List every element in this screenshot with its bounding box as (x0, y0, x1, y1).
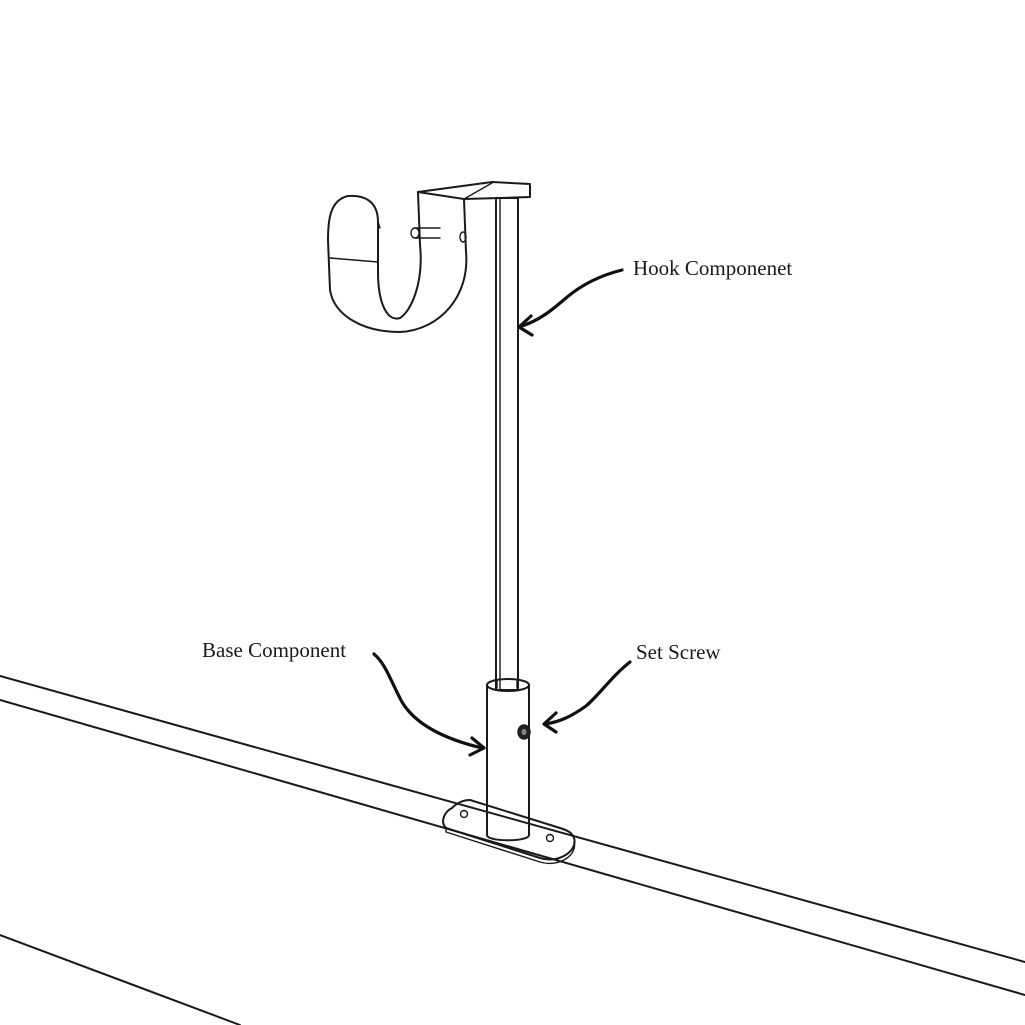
hook-arrow-shaft (520, 268, 624, 328)
base-sleeve (486, 684, 530, 842)
hook-top-plate (417, 181, 531, 200)
sill (0, 675, 1025, 1025)
hook-pin (410, 227, 467, 243)
base-arrow (372, 652, 486, 757)
hook-component (327, 181, 531, 691)
sill-bottom-edge (0, 699, 1025, 996)
base-arrow-head (468, 736, 486, 757)
hook-component-label: Hook Componenet (633, 256, 793, 280)
floor-edge (0, 934, 241, 1025)
screw-arrow (542, 660, 632, 734)
base-component-label: Base Component (202, 638, 347, 662)
screw-arrow-head (542, 711, 558, 734)
base-sleeve-top (486, 678, 530, 692)
base-hole-right (545, 833, 555, 843)
base-hole-left (459, 809, 469, 819)
sill-top-edge (0, 675, 1025, 963)
base-component (442, 678, 576, 865)
hook-curve (327, 191, 468, 333)
set-screw (517, 724, 531, 740)
set-screw-label: Set Screw (636, 640, 721, 664)
screw-arrow-shaft (543, 660, 632, 726)
base-arrow-shaft (372, 652, 484, 750)
hook-arrow-head (517, 314, 534, 337)
base-plate (442, 799, 576, 861)
hook-arrow (517, 268, 624, 337)
